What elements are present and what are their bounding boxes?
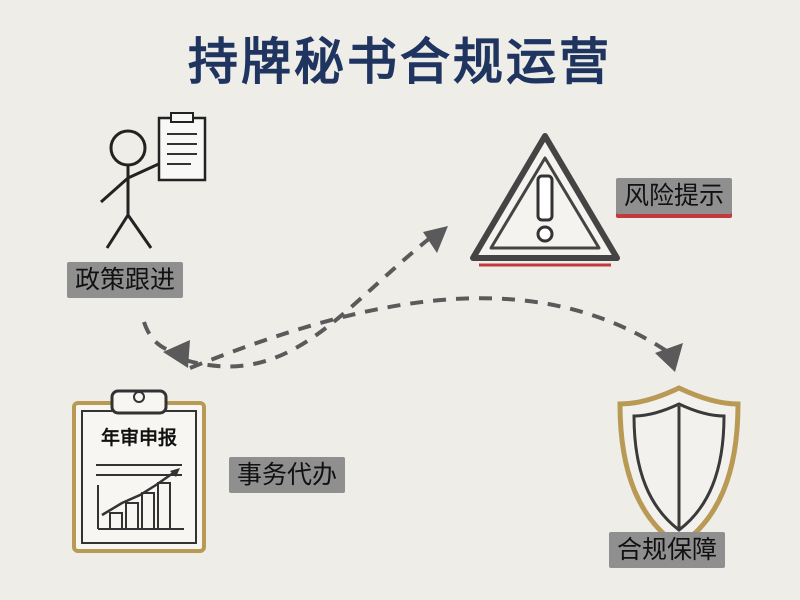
arrow-to-risk [184,236,432,369]
arrow-to-guarantee [189,296,670,370]
risk-label: 风险提示 [616,178,733,214]
guarantee-label: 合规保障 [609,532,726,568]
warning-triangle-icon [470,133,620,267]
agency-label: 事务代办 [229,457,346,493]
shield-icon [617,385,741,550]
arrow-from-policy [142,321,177,355]
clipboard-title: 年审申报 [101,426,177,449]
arrowhead-policy [163,340,190,368]
page-title: 持牌秘书合规运营 [188,33,612,91]
policy-label: 政策跟进 [67,262,184,298]
arrowhead-guarantee [655,343,683,372]
arrowhead-risk [423,226,448,253]
clipboard-chart-icon: 年审申报 [72,389,206,553]
person-holding-document-icon [100,112,207,249]
